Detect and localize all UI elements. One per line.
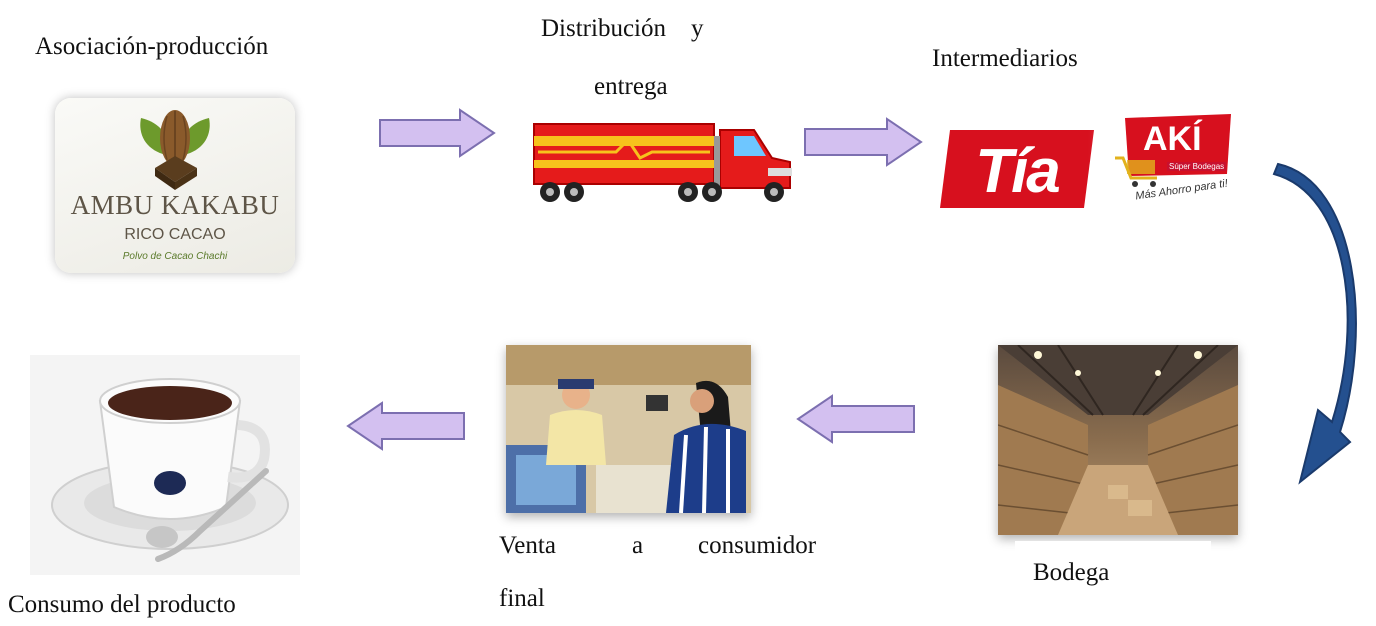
cacao-pod-icon: [140, 110, 210, 190]
arrow-right-icon: [804, 117, 923, 167]
label-distribution-line2: entrega: [594, 73, 668, 100]
logo-tagline: Polvo de Cacao Chachi: [122, 251, 228, 262]
label-association: Asociación-producción: [35, 33, 269, 60]
label-sale-word2: a: [632, 532, 644, 559]
tia-store-logo: Tía: [938, 122, 1096, 214]
label-sale-word1: Venta: [499, 532, 556, 559]
chocolate-cup-photo: [30, 355, 300, 575]
aki-wordmark: AKÍ: [1143, 120, 1202, 158]
curved-arrow-down-icon: [1272, 162, 1357, 485]
arrow-left-icon: [346, 401, 465, 451]
warehouse-caption-box: [1015, 541, 1211, 591]
label-warehouse: Bodega: [1033, 559, 1110, 586]
ambu-kakabu-logo: AMBU KAKABU RICO CACAO Polvo de Cacao Ch…: [55, 98, 295, 273]
arrow-left-icon: [796, 394, 915, 444]
aki-subtitle: Súper Bodegas: [1167, 162, 1227, 171]
label-sale-word3: consumidor: [698, 532, 817, 559]
arrow-right-icon: [379, 108, 496, 158]
label-intermediaries: Intermediarios: [932, 45, 1078, 72]
delivery-truck-icon: [533, 123, 792, 202]
logo-brand-name: AMBU KAKABU: [70, 190, 280, 220]
tia-wordmark: Tía: [975, 137, 1061, 206]
label-sale-line2: final: [499, 585, 545, 612]
aki-store-logo: AKÍ Súper Bodegas Más Ahorro para ti!: [1105, 112, 1239, 212]
logo-subtitle: RICO CACAO: [124, 226, 226, 243]
label-consumption: Consumo del producto: [8, 591, 236, 618]
label-distribution-line1: Distribución y: [541, 15, 704, 42]
store-sale-photo: [506, 345, 751, 513]
warehouse-photo: [998, 345, 1238, 535]
